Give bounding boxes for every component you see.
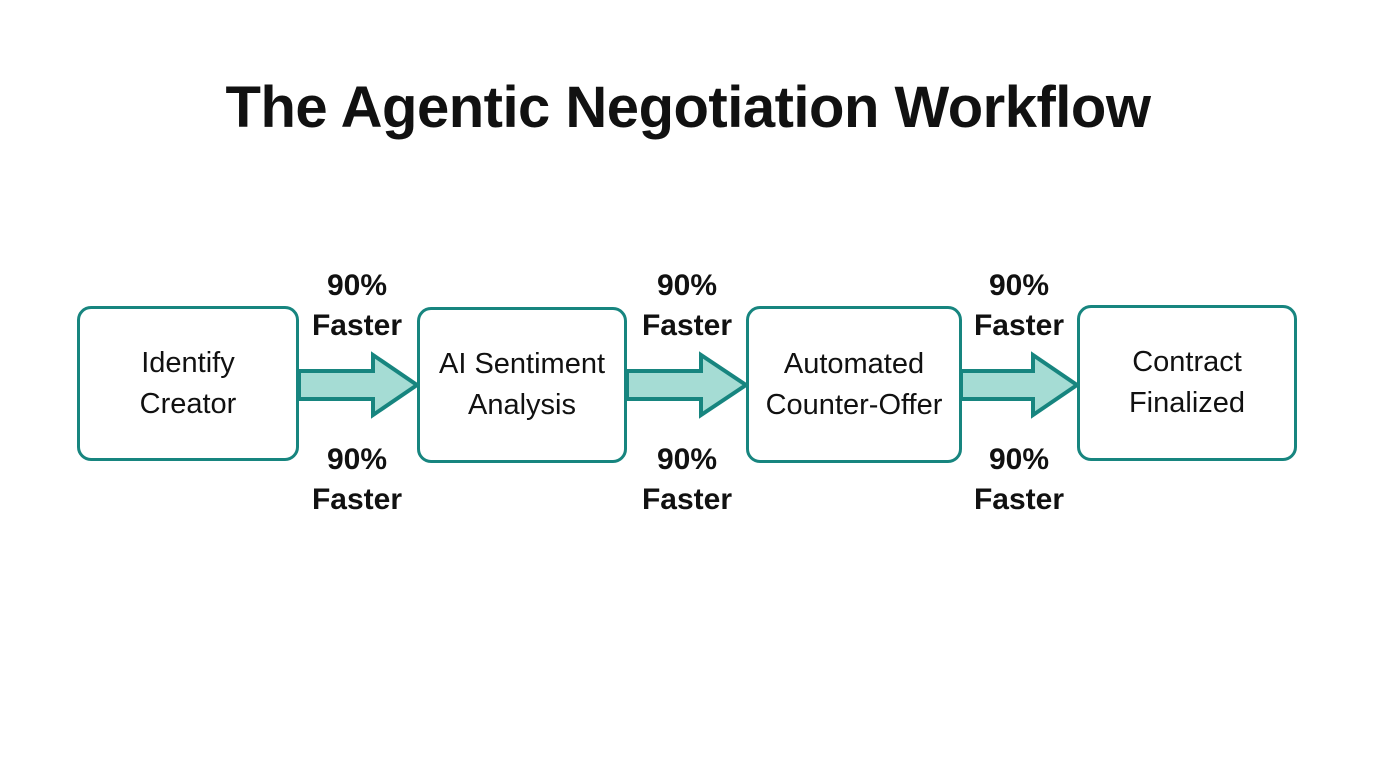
flow-node-label: Identify Creator bbox=[139, 346, 237, 420]
edge-label-bottom-3: 90% Faster bbox=[973, 443, 1065, 516]
edge-label-bottom-2: 90% Faster bbox=[641, 443, 733, 516]
flow-node-automated-counter-offer[interactable]: Automated Counter-Offer bbox=[746, 306, 962, 463]
flow-node-label: AI Sentiment Analysis bbox=[438, 348, 606, 421]
flow-arrow-1-icon bbox=[297, 351, 421, 419]
flow-node-ai-sentiment-analysis[interactable]: AI Sentiment Analysis bbox=[417, 307, 627, 463]
flow-node-label: Automated Counter-Offer bbox=[765, 347, 943, 421]
flow-node-label: Contract Finalized bbox=[1128, 346, 1246, 419]
flow-arrow-2-icon bbox=[625, 351, 750, 419]
edge-label-top-2: 90% Faster bbox=[641, 269, 733, 342]
flow-arrow-3-icon bbox=[959, 351, 1081, 419]
flow-node-contract-finalized[interactable]: Contract Finalized bbox=[1077, 305, 1297, 461]
page-title: The Agentic Negotiation Workflow bbox=[225, 75, 1151, 140]
edge-label-top-1: 90% Faster bbox=[311, 269, 403, 342]
edge-label-top-3: 90% Faster bbox=[973, 269, 1065, 342]
flow-node-identify-creator[interactable]: Identify Creator bbox=[77, 306, 299, 461]
edge-label-bottom-1: 90% Faster bbox=[311, 443, 403, 516]
